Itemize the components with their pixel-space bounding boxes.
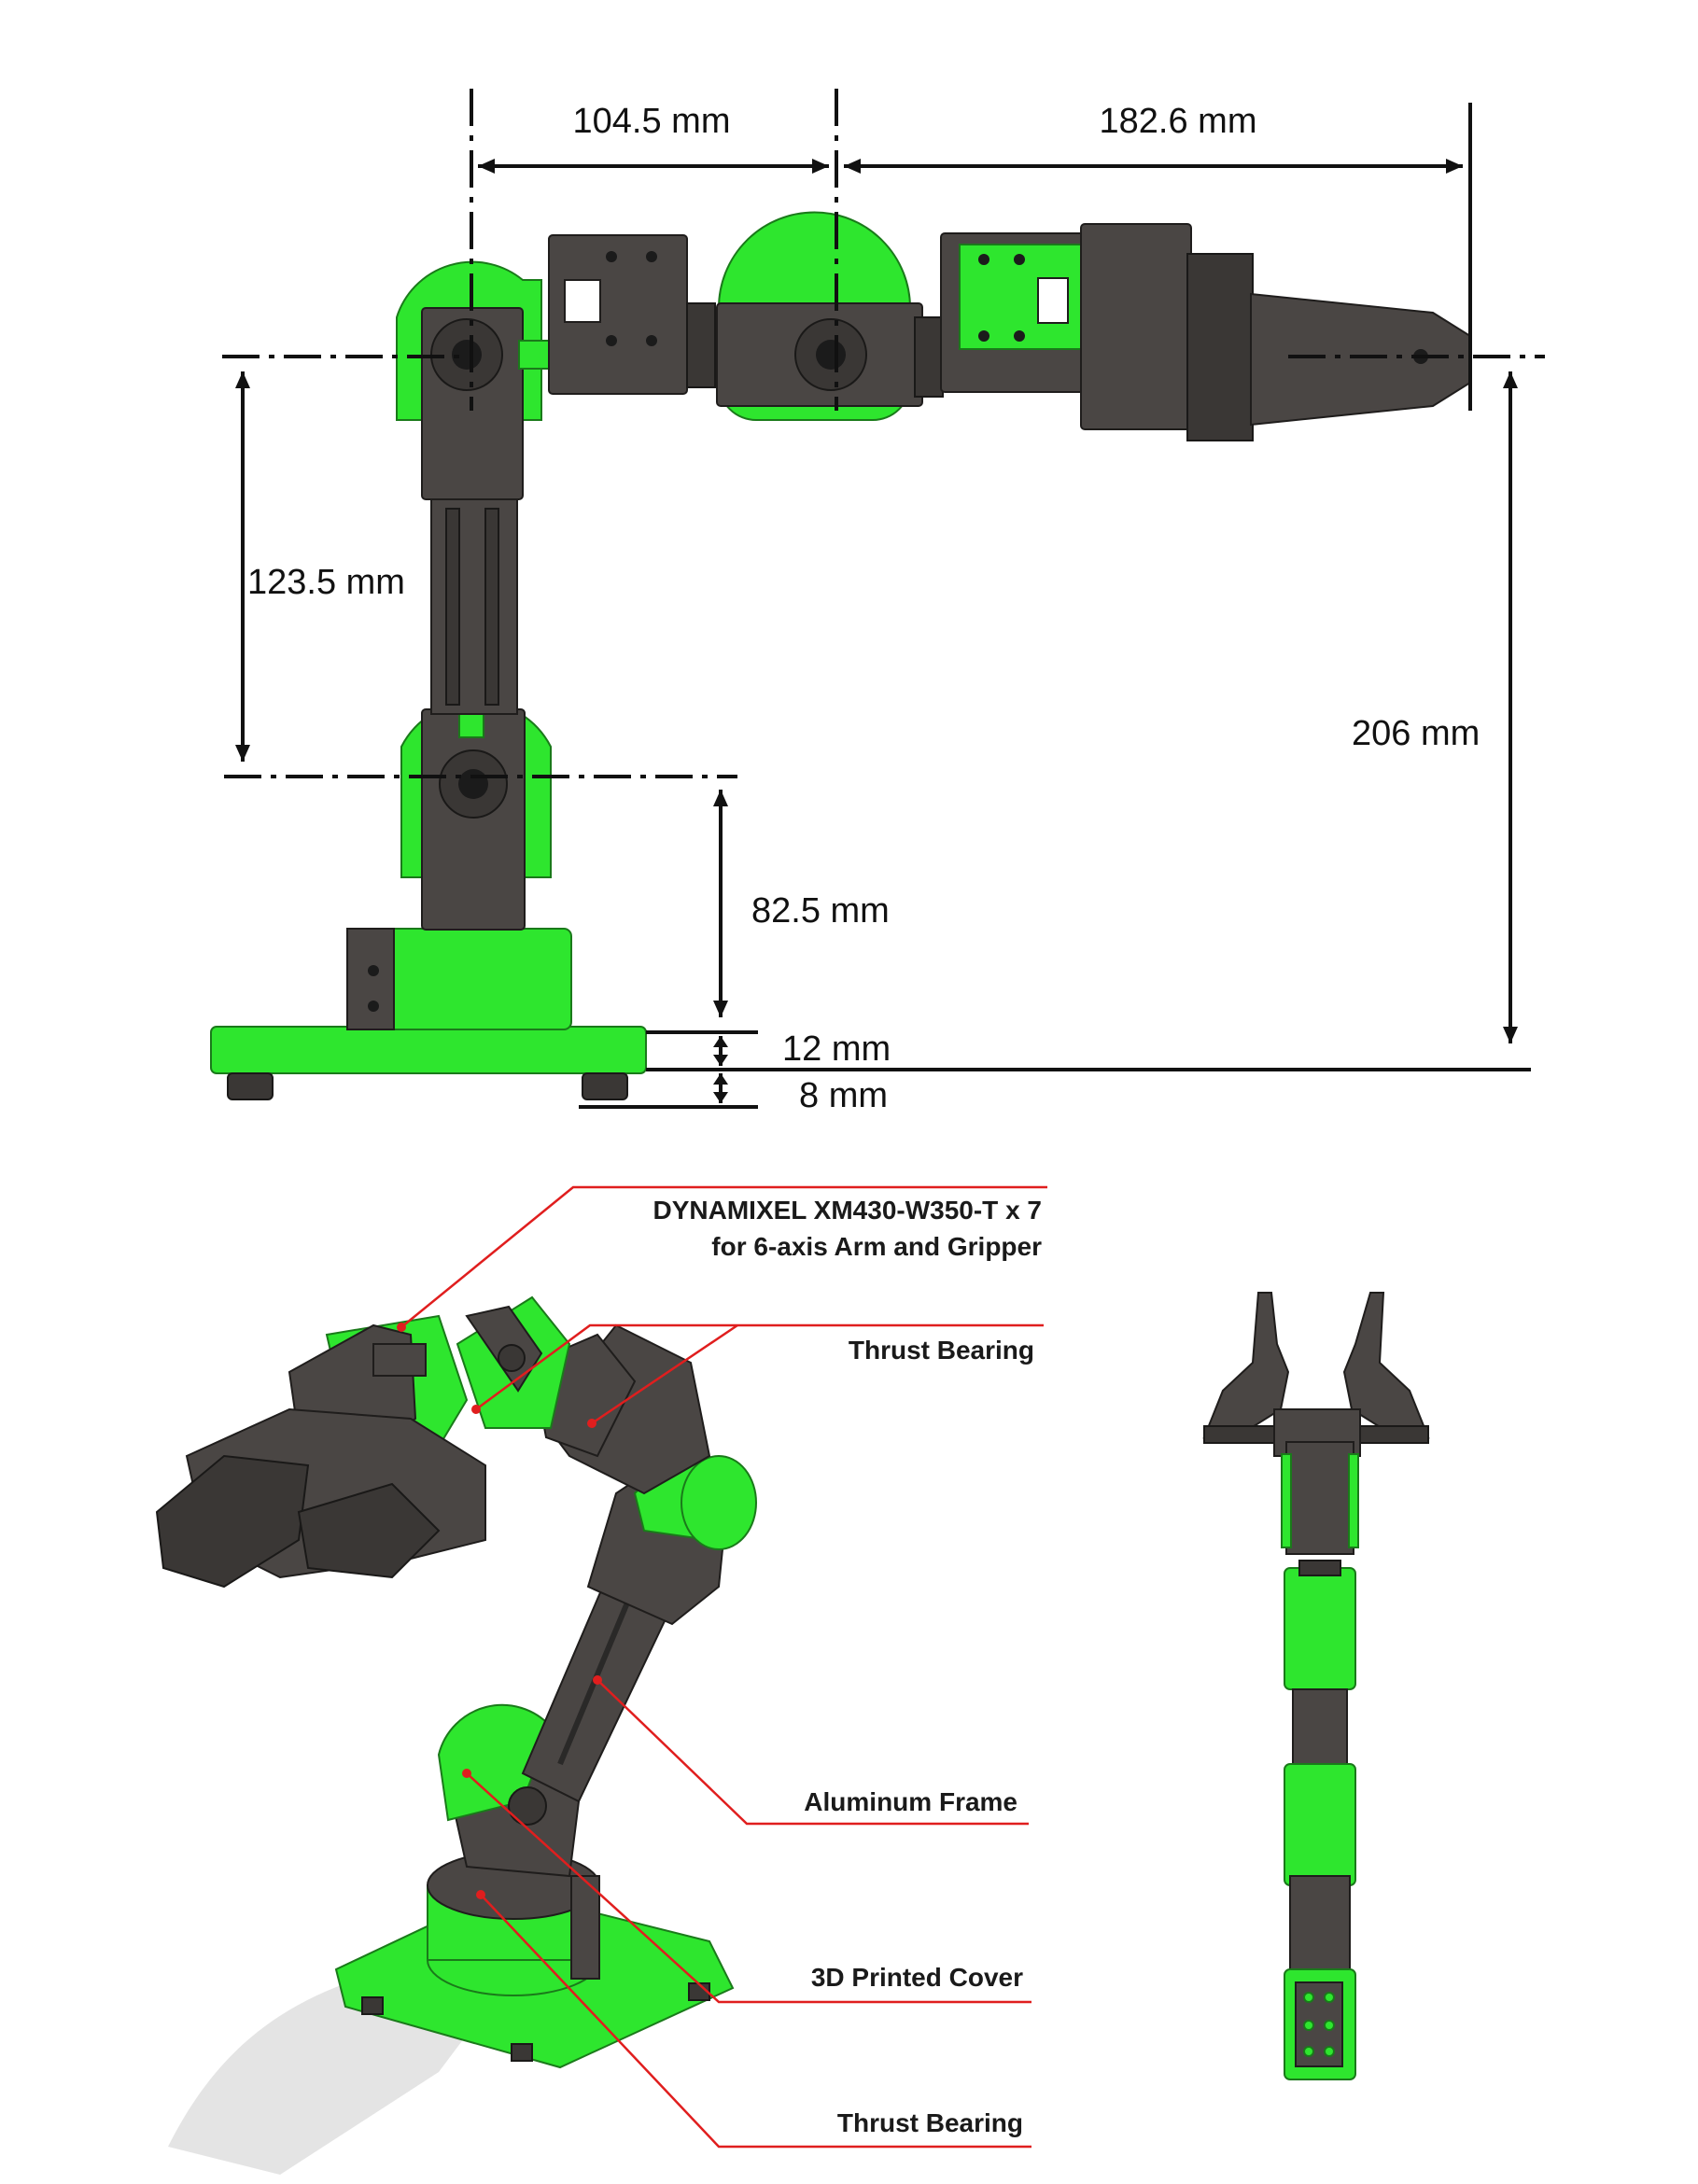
foot-left [227,1072,274,1100]
callout-aluminum-frame: Aluminum Frame [804,1787,1017,1816]
base-plate [210,1026,647,1074]
top-shoulder-cover [1284,1763,1356,1886]
callout-servo-model: DYNAMIXEL XM430-W350-T x 7 [653,1196,1043,1225]
aluminum-link-side [430,498,518,715]
callout-printed-cover: 3D Printed Cover [811,1963,1023,1992]
top-aluminum-frame [1289,1875,1351,1980]
callout-thrust-bearing-top: Thrust Bearing [849,1336,1034,1365]
callout-thrust-bearing-bottom: Thrust Bearing [837,2108,1023,2137]
callouts: DYNAMIXEL XM430-W350-T x 7 for 6-axis Ar… [397,1185,1047,2149]
top-gripper-finger-left [1202,1292,1290,1439]
isometric-view [155,1295,757,2175]
callout-line-bearing-top-b [591,1323,738,1425]
top-wrist-servo [1285,1441,1354,1555]
dim-label-base-plate: 12 mm [782,1029,891,1069]
top-elbow-cover [1284,1567,1356,1690]
dim-label-feet: 8 mm [799,1076,888,1115]
iso-gripper-finger-left [155,1454,310,1589]
dim-label-total-height: 206 mm [1352,714,1480,753]
callout-line-servo [400,1185,1047,1328]
foot-right [582,1072,628,1100]
callout-servo-usage: for 6-axis Arm and Gripper [711,1232,1042,1261]
base-servo [346,928,395,1030]
dim-label-upper-link: 123.5 mm [247,563,405,602]
callout-line-aluminum [596,1679,1029,1826]
callout-line-cover [466,1772,1031,2004]
callout-line-bearing-bottom [480,1894,1031,2149]
lower-servo [421,708,526,931]
side-view: 104.5 mm 182.6 mm 123.5 mm 206 mm 82.5 m… [210,89,1545,1115]
dim-label-shoulder-elbow: 104.5 mm [573,102,731,141]
top-view [1202,1292,1430,2080]
dim-label-base-joint: 82.5 mm [751,891,890,931]
gripper-bearing [1186,253,1254,441]
gripper-finger-side [1250,292,1471,427]
iso-gripper-finger-right [297,1482,441,1579]
gripper-servo [1080,223,1192,430]
dim-label-elbow-tip: 182.6 mm [1100,102,1257,141]
callout-line-bearing-top-a [475,1323,1044,1411]
